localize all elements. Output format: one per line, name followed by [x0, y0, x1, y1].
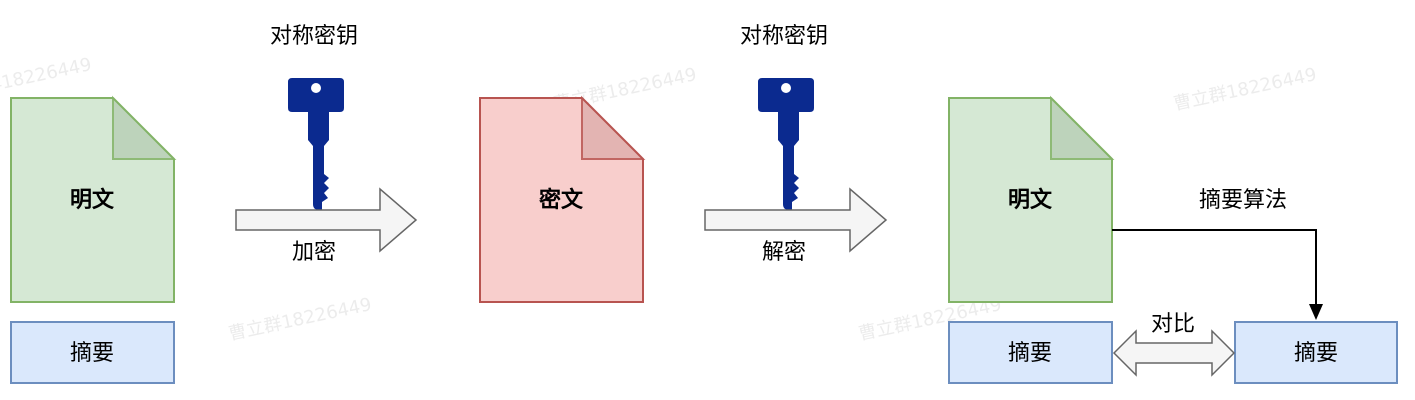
watermark: 曹立群18226449 [227, 294, 374, 345]
decrypt-label: 解密 [762, 240, 806, 265]
decrypt-arrow: 解密 [704, 187, 888, 265]
digest-label: 摘要 [1294, 341, 1338, 366]
plaintext-label: 明文 [70, 187, 115, 213]
compare-label: 对比 [1151, 312, 1195, 337]
digest-label: 摘要 [1008, 341, 1052, 366]
digest-box-left: 摘要 [10, 321, 175, 384]
plaintext-document-left: 明文 [10, 95, 177, 303]
watermark-layer: 曹立群18226449 曹立群18226449 曹立群18226449 曹立群1… [0, 54, 1318, 345]
plaintext-label: 明文 [1008, 187, 1053, 213]
ciphertext-label: 密文 [539, 187, 584, 213]
key-icon [288, 78, 344, 210]
digest-box-right-a: 摘要 [948, 321, 1113, 384]
encrypt-label: 加密 [292, 240, 336, 265]
symmetric-key-label: 对称密钥 [270, 24, 358, 49]
compare-arrow: 对比 [1112, 312, 1236, 377]
plaintext-document-right: 明文 [948, 95, 1115, 303]
symmetric-key-label: 对称密钥 [740, 24, 828, 49]
ciphertext-document: 密文 [479, 95, 646, 303]
digest-box-right-b: 摘要 [1234, 321, 1398, 384]
digest-algorithm-label: 摘要算法 [1199, 188, 1287, 213]
key-icon [758, 78, 814, 210]
digest-algorithm-connector: 摘要算法 [1112, 188, 1323, 320]
digest-label: 摘要 [70, 341, 114, 366]
encrypt-arrow: 加密 [235, 187, 418, 265]
watermark: 曹立群18226449 [1172, 64, 1319, 115]
